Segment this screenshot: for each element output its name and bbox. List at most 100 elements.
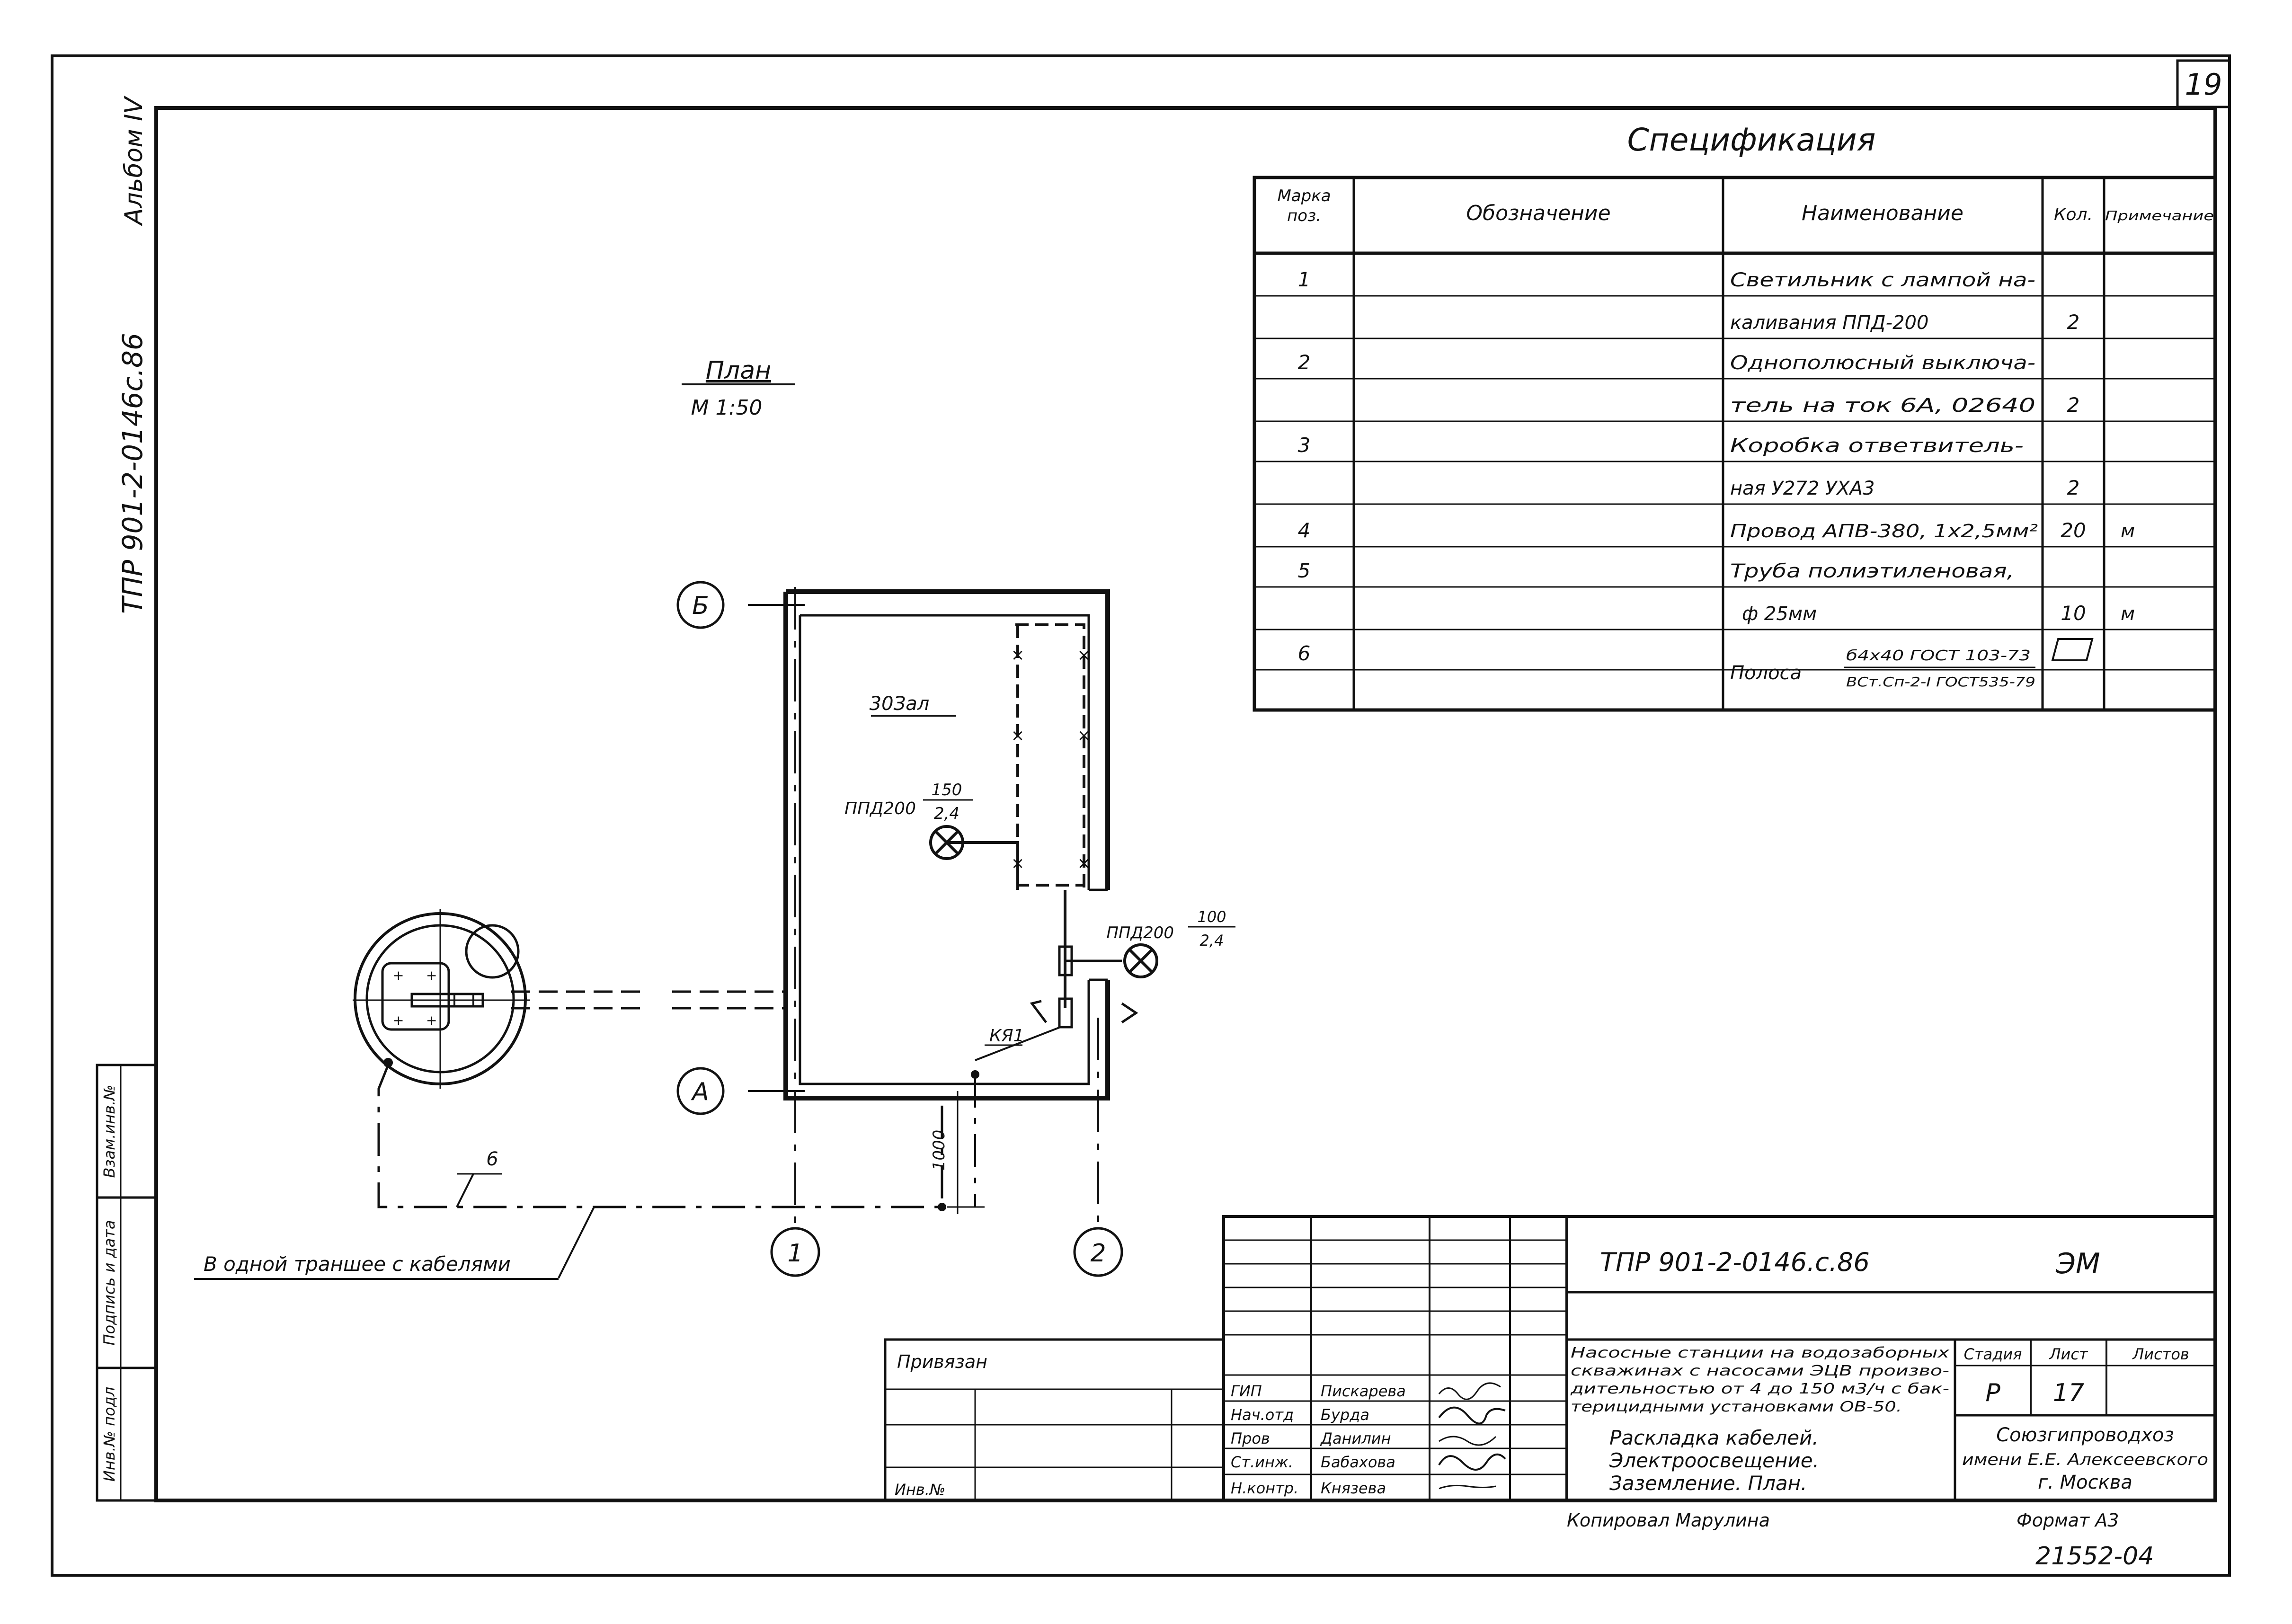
- ground-strip: 1000 6 В одной траншее с кабелями: [194, 1058, 985, 1280]
- spec-name: Провод АПВ-380, 1х2,5мм²: [1730, 521, 2038, 541]
- cable-pipe: [511, 990, 786, 1010]
- spec-header-mark-line2: поз.: [1287, 206, 1321, 225]
- spec-name: тель на ток 6А, 02640: [1730, 395, 2035, 417]
- lamp-2-type: ППД200: [1106, 923, 1174, 942]
- spec-qty: 2: [2067, 393, 2080, 417]
- lamp-2-icon: [1123, 943, 1158, 978]
- spec-pos: 1: [1298, 268, 1311, 291]
- strip-mark: 6: [486, 1148, 498, 1170]
- spec-name: ф 25мм: [1742, 603, 1817, 625]
- role: Н.контр.: [1231, 1479, 1298, 1497]
- axis-b: Б: [676, 581, 725, 629]
- signatures: [1438, 1382, 1506, 1490]
- org-line: Союзгипроводхоз: [1996, 1424, 2174, 1446]
- wire-mark: ×: [1077, 646, 1091, 665]
- project-desc-line: Насосные станции на водозаборных: [1571, 1345, 1949, 1361]
- drawing-title-line: Электроосвещение.: [1609, 1449, 1819, 1472]
- spec-header-name: Наименование: [1802, 201, 1963, 225]
- axis-2-label: 2: [1090, 1239, 1106, 1268]
- role: Пров: [1231, 1429, 1270, 1447]
- side-stamp-cell-3: Инв.№ подл: [100, 1387, 118, 1482]
- sheets-header: Листов: [2132, 1345, 2189, 1363]
- doc-code: ТПР 901-2-0146.с.86: [1600, 1247, 1870, 1277]
- person-name: Данилин: [1320, 1429, 1391, 1447]
- spec-pos: 5: [1298, 559, 1311, 582]
- spec-qty: 2: [2067, 311, 2080, 334]
- spec-name: Светильник с лампой на-: [1730, 269, 2035, 291]
- strip-qty-symbol: [2051, 638, 2094, 661]
- spec-qty: 10: [2061, 602, 2086, 625]
- spec-name: Полоса: [1730, 662, 1802, 684]
- room-label-text: 30Зал: [870, 693, 930, 715]
- person-name: Бурда: [1321, 1406, 1369, 1424]
- spec-strip-gost-top: б4х40 ГОСТ 103-73: [1846, 648, 2031, 664]
- project-desc-line: скважинах с насосами ЭЦВ произво-: [1571, 1363, 1949, 1379]
- side-stamp: Взам.инв.№ Подпись и дата Инв.№ подл Аль…: [96, 96, 158, 1502]
- room-label: 30Зал: [870, 693, 956, 717]
- stage-value: Р: [1985, 1379, 2000, 1407]
- axis-lines: [748, 587, 1099, 1226]
- side-stamp-album: Альбом IV: [120, 96, 148, 226]
- spec-title: Спецификация: [1627, 122, 1876, 158]
- well-mark: +: [426, 1012, 437, 1028]
- inv-no-label: Инв.№: [895, 1481, 945, 1499]
- stage-header: Стадия: [1964, 1345, 2022, 1363]
- dimension-label: 1000: [930, 1130, 949, 1171]
- plan-heading: План М 1:50: [682, 356, 795, 420]
- lamp-2-den: 2,4: [1200, 932, 1224, 950]
- well-mark: +: [393, 967, 404, 983]
- spec-header-qty: Кол.: [2054, 205, 2093, 224]
- axis-a-label: А: [691, 1078, 709, 1106]
- person-name: Князева: [1321, 1479, 1386, 1497]
- spec-name: Труба полиэтиленовая,: [1730, 560, 2014, 582]
- well: + + + +: [353, 909, 530, 1089]
- spec-qty: 2: [2067, 476, 2080, 499]
- drawing-title-line: Раскладка кабелей.: [1609, 1426, 1819, 1449]
- lamp-2-num: 100: [1197, 908, 1226, 926]
- plan-scale: М 1:50: [691, 396, 763, 420]
- spec-header-mark-line1: Марка: [1277, 186, 1331, 205]
- side-stamp-code: ТПР 901-2-0146с.86: [116, 333, 149, 614]
- wire-mark: ×: [1077, 726, 1091, 745]
- spec-qty: 20: [2061, 519, 2086, 542]
- spec-header-designation: Обозначение: [1466, 201, 1610, 225]
- spec-pos: 6: [1298, 642, 1311, 665]
- well-mark: +: [426, 967, 437, 983]
- project-desc-line: терицидными установками ОВ-50.: [1571, 1399, 1902, 1415]
- lamp-1-type: ППД200: [844, 799, 916, 818]
- axis-2: 2: [1073, 1227, 1123, 1277]
- person-name: Пискарева: [1321, 1382, 1406, 1400]
- lamp-1-icon: [929, 825, 964, 860]
- room-label-name: Зал: [894, 693, 930, 715]
- box-label: КЯ1: [989, 1026, 1024, 1046]
- lamp-1-num: 150: [932, 781, 962, 799]
- wire-mark: ×: [1011, 646, 1025, 665]
- project-desc-line: дительностью от 4 до 150 м3/ч с бак-: [1570, 1381, 1949, 1397]
- lamp-1: ППД200 150 2,4: [844, 781, 973, 860]
- sheet-number-box: [2176, 59, 2231, 108]
- section-code: ЭМ: [2055, 1247, 2100, 1280]
- role: ГИП: [1231, 1382, 1262, 1400]
- spec-strip-gost-bottom: ВСт.Сп-2-I ГОСТ535-79: [1846, 674, 2035, 690]
- box-leader: КЯ1: [975, 1026, 1061, 1061]
- spec-name: Однополюсный выключа-: [1730, 352, 2035, 374]
- spec-pos: 4: [1298, 519, 1311, 542]
- wire-mark: ×: [1077, 854, 1091, 873]
- spec-note: м: [2121, 520, 2135, 542]
- role: Нач.отд: [1231, 1406, 1294, 1424]
- axis-1-label: 1: [787, 1239, 803, 1268]
- spec-header-note: Примечание: [2105, 208, 2214, 223]
- order-number: 21552-04: [2035, 1542, 2154, 1571]
- title-block-rows: [1224, 1239, 1567, 1475]
- sheet-value: 17: [2053, 1379, 2084, 1407]
- sheet-header: Лист: [2049, 1345, 2088, 1363]
- sheet-number: 19: [2185, 67, 2222, 102]
- spec-name: Коробка ответвитель-: [1730, 435, 2024, 457]
- title-block: Привязан Инв.№ ГИП Нач.отд Пров Ст.инж. …: [884, 1215, 2217, 1502]
- side-stamp-cell-1: Взам.инв.№: [100, 1085, 118, 1178]
- lighting-wiring: × × × × × ×: [947, 623, 1122, 1008]
- well-mark: +: [393, 1012, 404, 1028]
- trench-note: В одной траншее с кабелями: [204, 1252, 511, 1276]
